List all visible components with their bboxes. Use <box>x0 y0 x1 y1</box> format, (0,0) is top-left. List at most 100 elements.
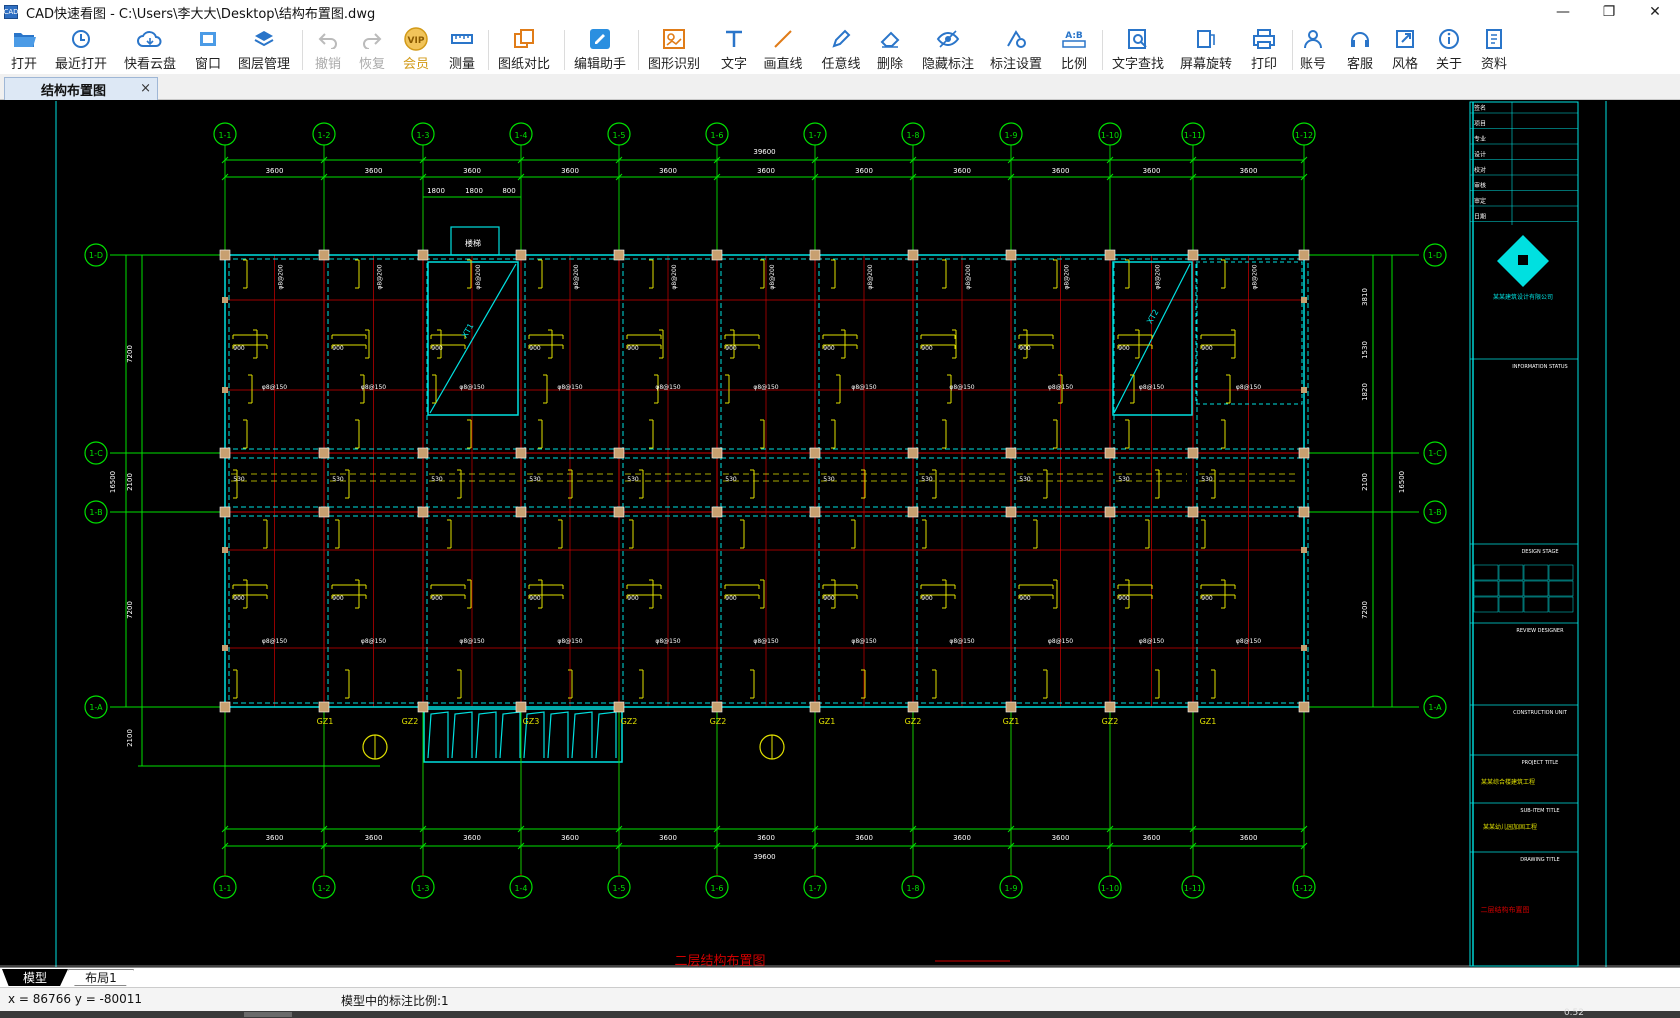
rebar-label: 900 <box>921 345 933 352</box>
account-button[interactable]: 账号 <box>1297 27 1329 73</box>
style-button[interactable]: 风格 <box>1389 27 1421 73</box>
cloud-drive-button[interactable]: 快看云盘 <box>124 27 176 73</box>
structural-column <box>1301 297 1307 303</box>
axis-bubble-right <box>1423 500 1447 524</box>
balcony-slot <box>523 711 545 759</box>
maximize-button[interactable]: ❐ <box>1602 4 1616 20</box>
close-tab-icon[interactable]: × <box>140 81 151 96</box>
column <box>1298 506 1310 518</box>
axis-label-bottom: 1-12 <box>1295 884 1313 893</box>
edit-assistant-icon <box>587 27 613 51</box>
tab-layout1[interactable]: 布局1 <box>68 969 134 986</box>
freehand-button[interactable]: 任意线 <box>820 27 862 73</box>
axis-label-left: 1-C <box>89 449 103 458</box>
dimension-top: 3600 <box>1240 167 1258 175</box>
dimension-right: 3810 <box>1361 288 1369 306</box>
rebar-bracket <box>432 374 437 404</box>
text-search-button[interactable]: 文字查找 <box>1112 27 1164 73</box>
axis-bubble-top <box>999 122 1023 146</box>
rebar-bracket <box>467 419 472 449</box>
rebar-bracket <box>233 669 238 699</box>
building-outline <box>224 254 1305 708</box>
delete-button[interactable]: 删除 <box>874 27 906 73</box>
rebar-bracket <box>1043 469 1048 499</box>
document-tab[interactable]: 结构布置图 × <box>4 77 158 100</box>
dimension-bottom: 3600 <box>1240 834 1258 842</box>
info-icon <box>1436 27 1462 51</box>
title-block-section-label: REVIEW DESIGNER <box>1516 628 1564 634</box>
column-tag: GZ1 <box>819 717 836 726</box>
support-button[interactable]: 客服 <box>1344 27 1376 73</box>
pencil-icon <box>828 27 854 51</box>
rebar-bracket <box>1130 374 1135 404</box>
rebar-bracket <box>233 469 238 499</box>
column <box>613 506 625 518</box>
rebar-bracket <box>841 329 846 359</box>
dimension-tick <box>221 156 229 850</box>
window-button[interactable]: 窗口 <box>192 27 224 73</box>
axis-label-top: 1-7 <box>808 131 821 140</box>
annotation-scale-readout: 模型中的标注比例:1 <box>341 994 449 1008</box>
hide-annotation-button[interactable]: 隐藏标注 <box>922 27 974 73</box>
edit-assistant-button[interactable]: 编辑助手 <box>574 27 626 73</box>
measure-button[interactable]: 测量 <box>446 27 478 73</box>
member-button[interactable]: VIP 会员 <box>400 27 432 73</box>
title-block-row-label: 专业 <box>1474 135 1486 143</box>
rebar-label: 900 <box>921 595 933 602</box>
recent-files-button[interactable]: 最近打开 <box>55 27 107 73</box>
rebar-label: 900 <box>332 345 344 352</box>
dimension-bottom: 3600 <box>659 834 677 842</box>
annotation-settings-button[interactable]: 标注设置 <box>990 27 1042 73</box>
rebar-label: 900 <box>1019 345 1031 352</box>
axis-bubble-bottom <box>1292 875 1316 899</box>
column <box>515 249 527 261</box>
title-block-row-label: 审核 <box>1474 182 1486 190</box>
open-button[interactable]: 打开 <box>8 27 40 73</box>
axis-label-top: 1-8 <box>906 131 919 140</box>
shape-recognition-button[interactable]: 图形识别 <box>648 27 700 73</box>
axis-bubble-top <box>1181 122 1205 146</box>
axis-bubble-bottom <box>901 875 925 899</box>
svg-text:A:B: A:B <box>1065 31 1083 41</box>
rebar-hook <box>1200 584 1236 589</box>
undo-button[interactable]: 撤销 <box>312 27 344 73</box>
column <box>809 249 821 261</box>
layer-manager-button[interactable]: 图层管理 <box>238 27 290 73</box>
compare-drawings-button[interactable]: 图纸对比 <box>498 27 550 73</box>
structural-column <box>222 547 228 553</box>
column <box>711 701 723 713</box>
rebar-hook <box>626 334 662 339</box>
rebar-label: 900 <box>823 345 835 352</box>
axis-label-right: 1-B <box>1428 508 1441 517</box>
text-tool-button[interactable]: 文字 <box>718 27 750 73</box>
axis-label-bottom: 1-8 <box>906 884 919 893</box>
rebar-bracket <box>861 669 866 699</box>
scale-button[interactable]: A:B 比例 <box>1058 27 1090 73</box>
rebar-label: 530 <box>233 476 245 483</box>
axis-label-bottom: 1-2 <box>317 884 330 893</box>
dimension-left: 7200 <box>126 345 134 363</box>
minimize-button[interactable]: — <box>1556 4 1570 20</box>
rebar-bracket <box>365 329 370 359</box>
rebar-bracket <box>649 579 654 609</box>
shape-recognition-icon <box>661 27 687 51</box>
close-window-button[interactable]: ✕ <box>1649 4 1661 20</box>
dimension-total-bottom: 39600 <box>753 853 775 861</box>
rebar-bracket <box>457 669 462 699</box>
column <box>219 249 231 261</box>
rotate-screen-button[interactable]: 屏幕旋转 <box>1180 27 1232 73</box>
about-button[interactable]: 关于 <box>1433 27 1465 73</box>
tab-model[interactable]: 模型 <box>2 969 68 986</box>
draw-line-button[interactable]: 画直线 <box>762 27 804 73</box>
redo-button[interactable]: 恢复 <box>356 27 388 73</box>
rebar-bracket <box>750 669 755 699</box>
resources-button[interactable]: 资料 <box>1478 27 1510 73</box>
rebar-label: φ8@150 <box>459 384 484 391</box>
axis-bubble-right <box>1423 243 1447 267</box>
axis-bubble-bottom <box>411 875 435 899</box>
zoom-readout: 0.52 <box>1563 1008 1584 1018</box>
print-button[interactable]: 打印 <box>1248 27 1280 73</box>
rebar-label: φ8@150 <box>753 384 778 391</box>
rebar-label: φ8@150 <box>557 384 582 391</box>
